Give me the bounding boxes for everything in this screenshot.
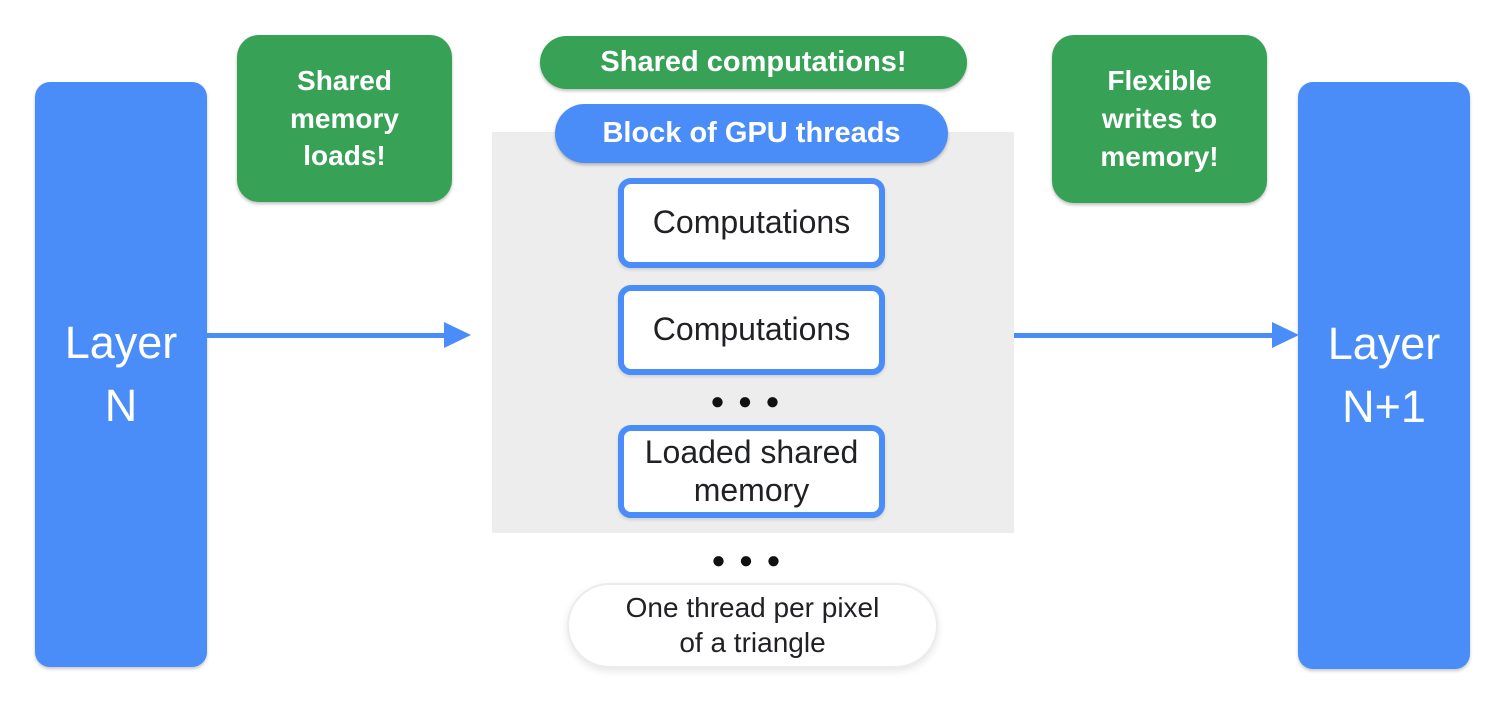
computations-box-1: Computations xyxy=(618,178,885,268)
shared-computations-pill: Shared computations! xyxy=(540,36,967,89)
shared-computations-label: Shared computations! xyxy=(600,46,907,78)
shared-memory-loads-line2: memory xyxy=(290,102,399,134)
shared-memory-loads-line3: loads! xyxy=(303,140,386,172)
layer-n-label-line1: Layer xyxy=(64,317,178,369)
computations-box-2: Computations xyxy=(618,285,885,375)
one-thread-per-pixel-line2: of a triangle xyxy=(679,626,826,658)
flexible-writes-line2: writes to xyxy=(1101,103,1218,135)
arrow-layer-n-to-block-head-icon xyxy=(444,322,471,348)
ellipsis-dots-inner: ●●● xyxy=(710,388,793,415)
block-of-gpu-threads-pill: Block of GPU threads xyxy=(555,104,948,163)
one-thread-per-pixel-note: One thread per pixel of a triangle xyxy=(567,583,938,668)
layer-n-plus-1-label-line2: N+1 xyxy=(1342,380,1426,432)
layer-n-plus-1-box: Layer N+1 xyxy=(1298,82,1470,669)
arrow-layer-n-to-block-shaft xyxy=(207,333,444,338)
one-thread-per-pixel-line1: One thread per pixel xyxy=(625,592,880,624)
flexible-writes-note: Flexible writes to memory! xyxy=(1052,35,1267,203)
flexible-writes-line3: memory! xyxy=(1100,140,1219,172)
computations-box-2-label: Computations xyxy=(652,311,851,348)
loaded-shared-memory-box: Loaded shared memory xyxy=(618,425,885,518)
computations-box-1-label: Computations xyxy=(652,204,851,241)
block-of-gpu-threads-label: Block of GPU threads xyxy=(602,117,901,149)
shared-memory-loads-note: Shared memory loads! xyxy=(237,35,452,202)
arrow-block-to-layer-n-plus-1-shaft xyxy=(1014,333,1272,338)
flexible-writes-line1: Flexible xyxy=(1107,65,1212,97)
shared-memory-loads-line1: Shared xyxy=(297,64,392,96)
layer-n-box: Layer N xyxy=(35,82,207,667)
loaded-shared-memory-label: Loaded shared memory xyxy=(644,434,859,508)
layer-n-plus-1-label-line1: Layer xyxy=(1327,318,1441,370)
ellipsis-dots-below: ●●● xyxy=(711,547,794,574)
layer-n-label-line2: N xyxy=(104,379,138,431)
arrow-block-to-layer-n-plus-1-head-icon xyxy=(1272,322,1299,348)
